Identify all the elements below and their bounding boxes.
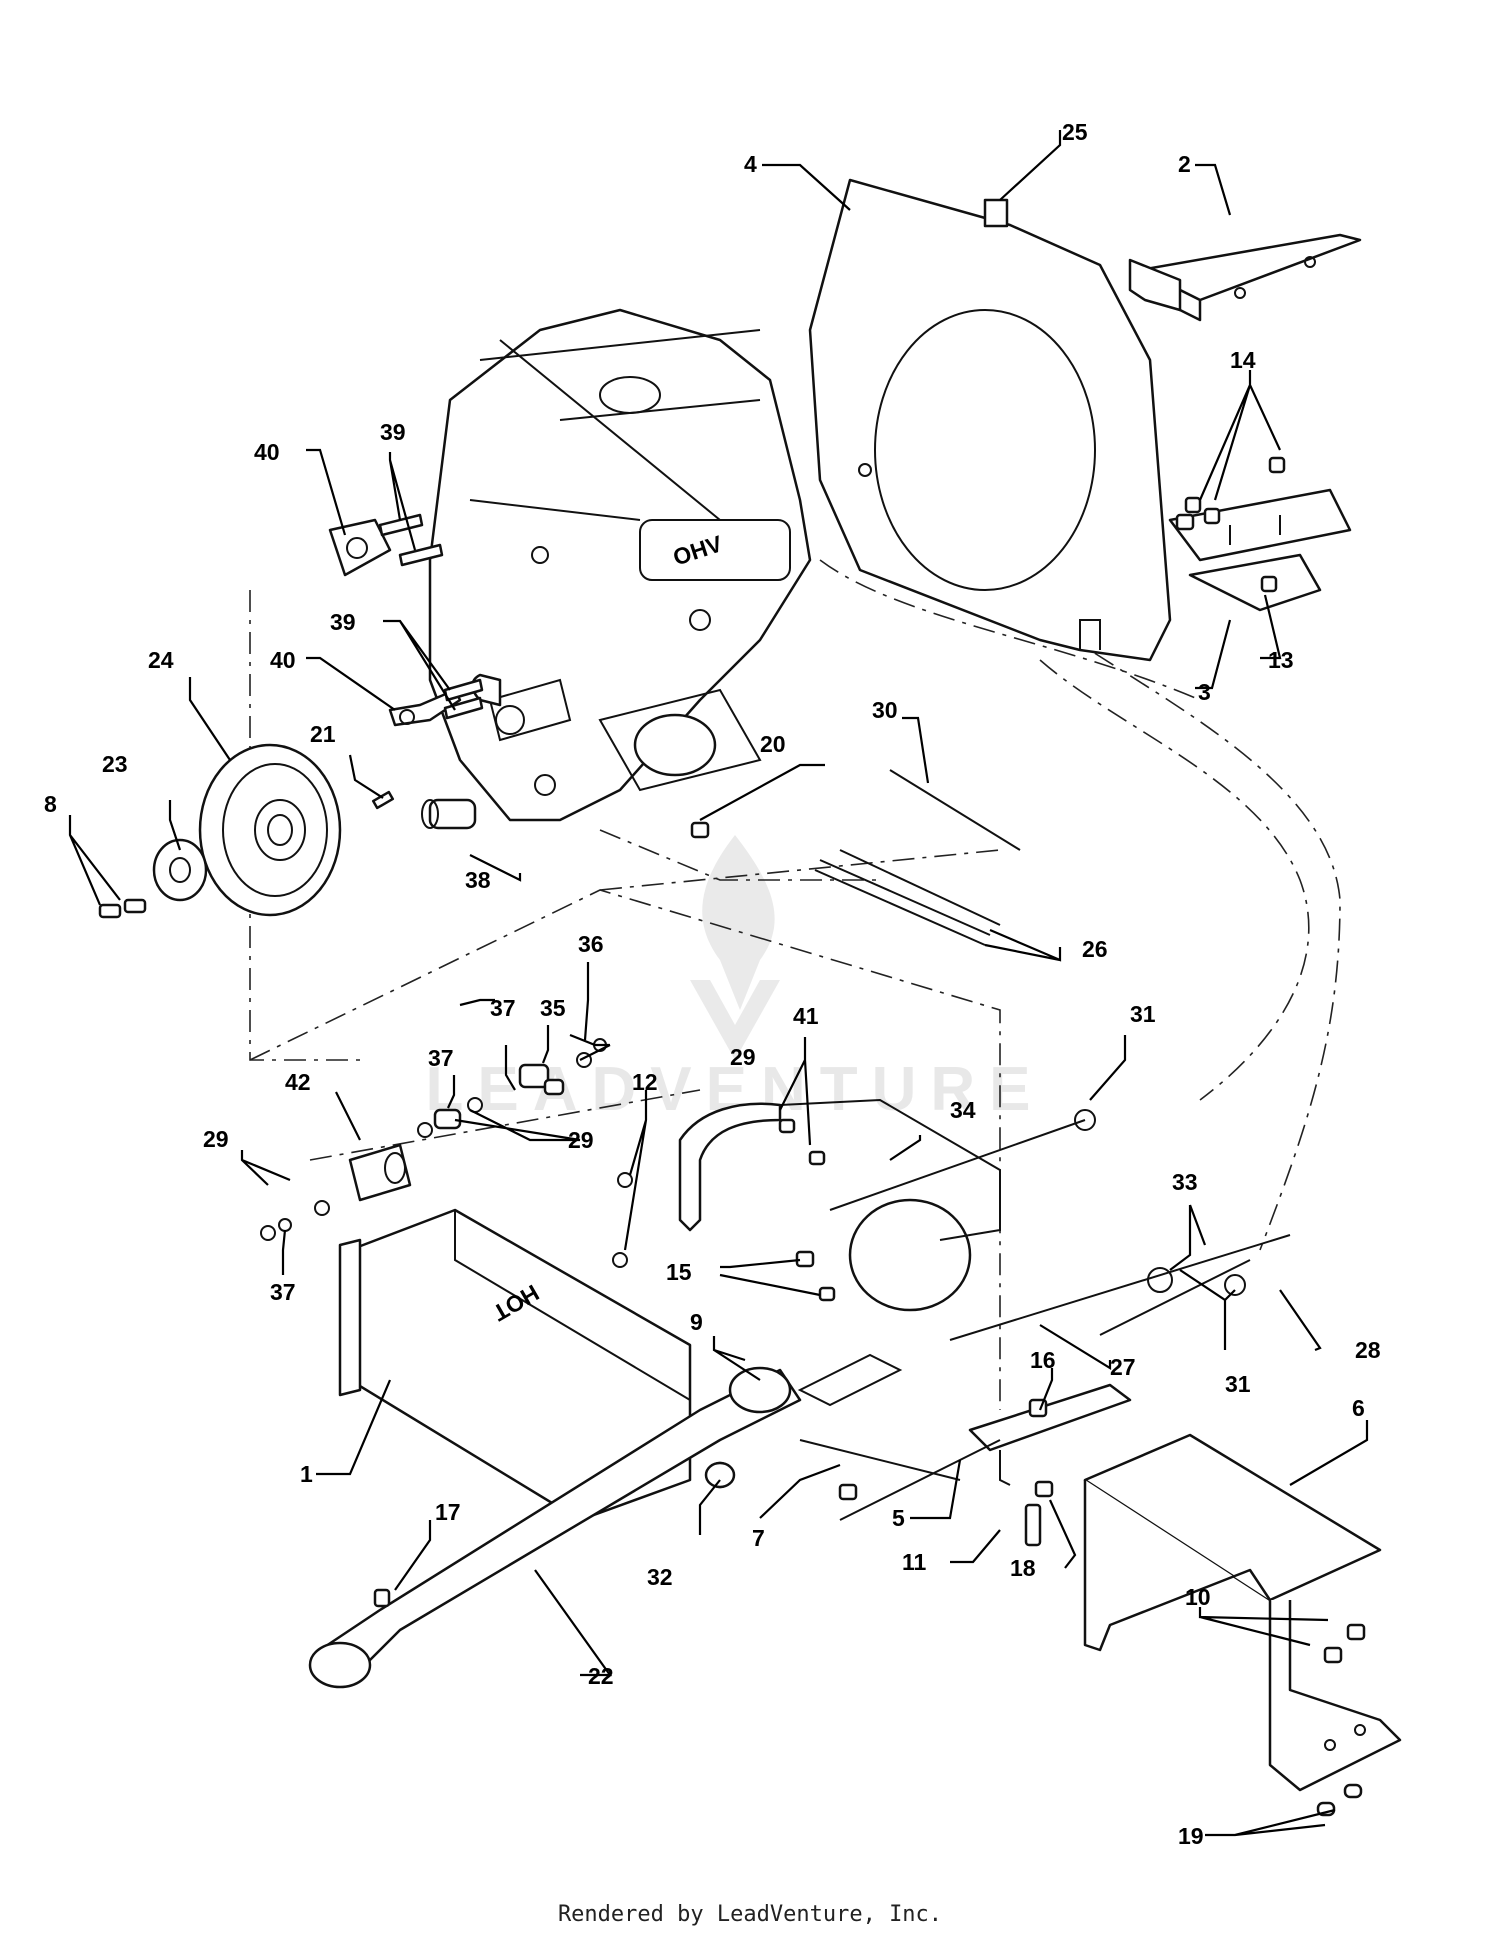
callout-31b: 31: [1225, 1371, 1251, 1397]
lower-guard-bracket: [1168, 488, 1352, 612]
callout-7: 7: [752, 1525, 765, 1551]
callout-19: 19: [1178, 1823, 1204, 1849]
callout-41: 41: [793, 1003, 819, 1029]
callout-5: 5: [892, 1505, 905, 1531]
callout-40a: 40: [254, 439, 280, 465]
nut: [690, 821, 710, 839]
callout-21: 21: [310, 721, 336, 747]
callout-8: 8: [44, 791, 57, 817]
tension-rod: [889, 769, 1021, 851]
shield: [678, 1098, 1001, 1312]
callout-14: 14: [1230, 347, 1256, 373]
callout-10: 10: [1185, 1584, 1211, 1610]
callout-17: 17: [435, 1499, 461, 1525]
callout-16: 16: [1030, 1347, 1056, 1373]
hub-bolts: [98, 898, 147, 919]
callout-18: 18: [1010, 1555, 1036, 1581]
callout-32: 32: [647, 1564, 673, 1590]
callout-31a: 31: [1130, 1001, 1156, 1027]
callout-39b: 39: [330, 609, 356, 635]
shaft-guard: [1083, 1433, 1402, 1792]
callout-4: 4: [744, 151, 757, 177]
hardware-group: [260, 1038, 633, 1268]
callout-37b: 37: [428, 1045, 454, 1071]
callout-40b: 40: [270, 647, 296, 673]
upper-guard-bracket: [1128, 233, 1362, 322]
knob: [704, 1461, 736, 1489]
callout-30: 30: [872, 697, 898, 723]
callout-20: 20: [760, 731, 786, 757]
callout-25: 25: [1062, 119, 1088, 145]
callout-29a: 29: [730, 1044, 756, 1070]
pulley-hub: [152, 838, 208, 902]
callout-6: 6: [1352, 1395, 1365, 1421]
callout-29c: 29: [568, 1127, 594, 1153]
callout-labels: 1 2 3 4 5 6 7 8 9 10 11 12 13 14 15 16 1…: [44, 119, 1381, 1849]
footer-credit: Rendered by LeadVenture, Inc.: [557, 1902, 943, 1927]
callout-22: 22: [588, 1663, 614, 1689]
callout-2: 2: [1178, 151, 1191, 177]
callout-13: 13: [1268, 647, 1294, 673]
leader-lines: [68, 130, 1369, 1837]
callout-23: 23: [102, 751, 128, 777]
callout-33: 33: [1172, 1169, 1198, 1195]
callout-34: 34: [950, 1097, 976, 1123]
callout-11: 11: [902, 1549, 927, 1575]
callout-42: 42: [285, 1069, 311, 1095]
engine: OHV: [428, 308, 812, 822]
drive-shaft: [308, 1353, 903, 1689]
callout-12: 12: [632, 1069, 658, 1095]
straps: [814, 849, 1001, 946]
callout-27: 27: [1110, 1354, 1136, 1380]
belt-guard: [808, 178, 1172, 662]
mount-plate: [799, 1383, 1132, 1521]
cables: [829, 1109, 1291, 1341]
callout-37c: 37: [270, 1279, 296, 1305]
callout-37a: 37: [490, 995, 516, 1021]
bolts: [778, 456, 1366, 1817]
coupler: [421, 798, 477, 830]
drive-pulley: [198, 743, 342, 917]
muffler-cover: HOT: [338, 1208, 692, 1522]
callout-28: 28: [1355, 1337, 1381, 1363]
callout-1: 1: [300, 1461, 313, 1487]
callout-15: 15: [666, 1259, 692, 1285]
callout-9: 9: [690, 1309, 703, 1335]
callout-39a: 39: [380, 419, 406, 445]
callout-29b: 29: [203, 1126, 229, 1152]
grease-fitting: [373, 1588, 391, 1608]
assembly-guide-lines: [249, 559, 1341, 1410]
callout-26: 26: [1082, 936, 1108, 962]
callout-3: 3: [1198, 679, 1211, 705]
callout-24: 24: [148, 647, 174, 673]
callout-36: 36: [578, 931, 604, 957]
callout-35: 35: [540, 995, 566, 1021]
callout-38: 38: [465, 867, 491, 893]
